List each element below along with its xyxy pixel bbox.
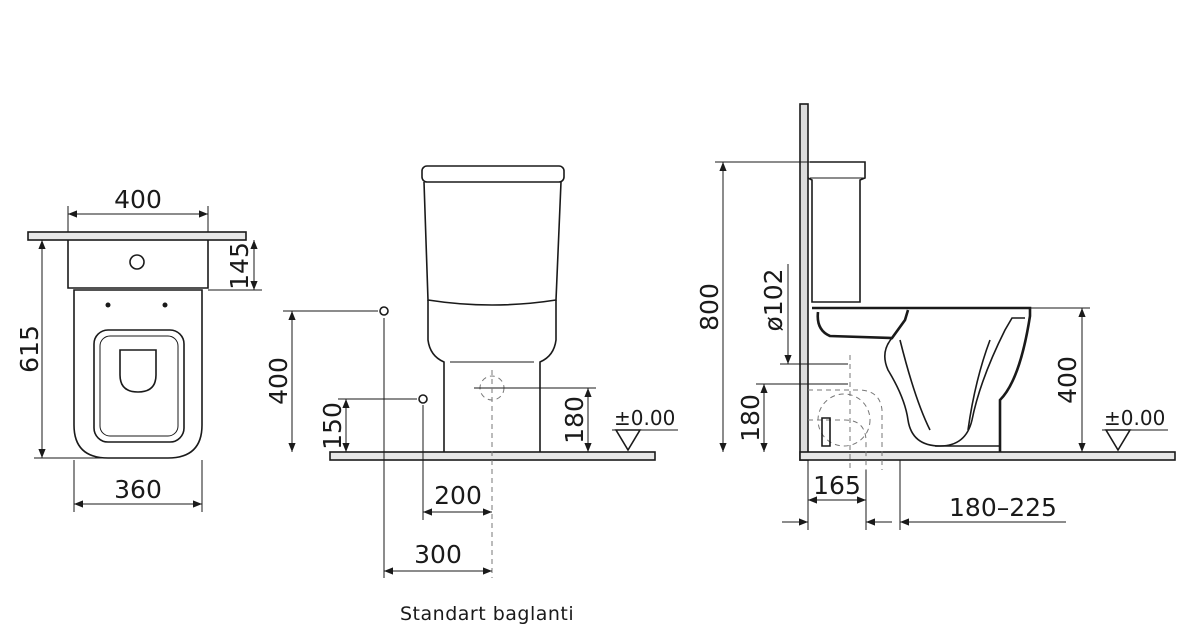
side-view-tank bbox=[807, 161, 866, 303]
dim-side-dist-range: 180–225 bbox=[949, 493, 1057, 522]
top-view: 400 615 145 360 bbox=[15, 185, 262, 512]
top-view-bowl bbox=[73, 289, 203, 459]
dim-side-height-800: 800 bbox=[695, 283, 724, 331]
dim-side-height-400: 400 bbox=[1053, 356, 1082, 404]
front-view-level-symbol bbox=[614, 429, 642, 452]
side-view-bowl bbox=[812, 306, 1032, 452]
front-view-tank-lid bbox=[421, 165, 565, 183]
dim-side-level: ±0.00 bbox=[1104, 406, 1165, 430]
top-view-wall-bar bbox=[27, 231, 247, 241]
top-view-tank bbox=[67, 240, 209, 289]
dim-top-width-400: 400 bbox=[114, 185, 162, 214]
dim-front-height-400: 400 bbox=[264, 357, 293, 405]
dim-side-dist-165: 165 bbox=[813, 471, 861, 500]
side-view-outlet-pipe bbox=[808, 389, 883, 470]
dim-front-height-180: 180 bbox=[560, 396, 589, 444]
front-view-inlet-low bbox=[418, 394, 428, 404]
caption-standart-baglanti: Standart baglanti bbox=[400, 603, 574, 625]
top-view-seat bbox=[93, 329, 185, 443]
dim-front-width-200: 200 bbox=[434, 481, 482, 510]
dim-top-depth-615: 615 bbox=[15, 325, 44, 373]
dim-side-height-180: 180 bbox=[736, 394, 765, 442]
top-view-button-hole bbox=[129, 254, 145, 270]
side-view: 800 ø102 180 400 ±0.00 165 180–225 bbox=[695, 103, 1176, 530]
dim-top-offset-145: 145 bbox=[225, 242, 254, 290]
side-view-wall bbox=[799, 103, 809, 461]
front-view-bowl bbox=[427, 300, 557, 452]
dim-front-width-300: 300 bbox=[414, 540, 462, 569]
dim-top-width-360: 360 bbox=[114, 475, 162, 504]
front-view-tank bbox=[423, 181, 562, 306]
front-view: 400 150 180 ±0.00 200 300 Standart bagla… bbox=[264, 165, 678, 625]
dim-front-height-150: 150 bbox=[318, 402, 347, 450]
side-view-level-symbol bbox=[1104, 429, 1132, 452]
side-view-floor bbox=[799, 451, 1176, 461]
dim-side-diameter: ø102 bbox=[759, 268, 788, 331]
front-view-water-inlet bbox=[379, 306, 389, 316]
dim-front-level: ±0.00 bbox=[614, 406, 675, 430]
top-view-bowl-opening bbox=[119, 349, 157, 393]
